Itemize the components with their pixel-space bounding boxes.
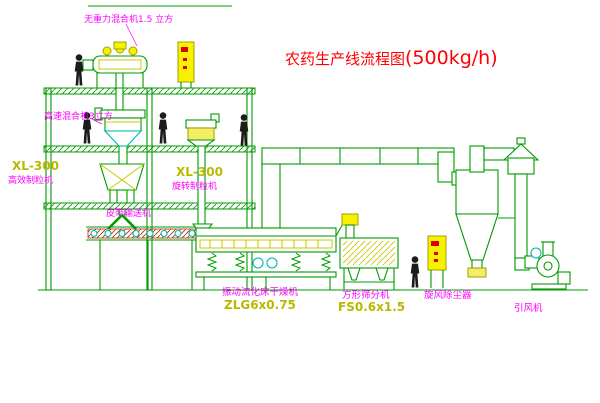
exhaust-duct bbox=[261, 147, 461, 229]
label-sifter-name: 方形筛分机 bbox=[342, 289, 390, 301]
label-granulator-left-model: XL-300 bbox=[12, 159, 59, 173]
label-granulator-mid-model: XL-300 bbox=[176, 165, 223, 179]
belt-conveyor bbox=[86, 226, 200, 290]
granulator-left bbox=[99, 163, 145, 204]
mixer-discharge-chute bbox=[115, 71, 124, 111]
induced-draft-fan bbox=[530, 241, 571, 290]
control-cabinet-right bbox=[427, 235, 447, 288]
label-cyclone-dust-collector: 旋风除尘器 bbox=[424, 289, 472, 301]
label-dryer-name: 振动流化床干燥机 bbox=[222, 286, 299, 298]
building-structure bbox=[38, 87, 588, 291]
square-sifter bbox=[339, 237, 399, 290]
exhaust-stack bbox=[502, 137, 540, 271]
label-gravity-free-mixer: 无重力混合机1.5 立方 bbox=[84, 13, 173, 25]
title-capacity: (500kg/h) bbox=[405, 47, 498, 69]
leader-line bbox=[125, 23, 138, 47]
label-belt-conveyor: 皮带输送机 bbox=[106, 207, 151, 219]
title-main: 农药生产线流程图 bbox=[285, 50, 405, 68]
label-high-speed-mixer: 高速混合机3立方 bbox=[44, 110, 113, 122]
worker-figure bbox=[74, 54, 84, 86]
cyclone-separator bbox=[455, 145, 515, 278]
fluid-bed-dryer bbox=[195, 227, 337, 290]
worker-figure bbox=[410, 256, 420, 288]
label-granulator-mid-name: 旋转制粒机 bbox=[172, 180, 217, 192]
worker-figure bbox=[158, 112, 168, 144]
label-granulator-left-name: 高效制粒机 bbox=[8, 174, 53, 186]
sifter-feeder bbox=[335, 213, 359, 240]
granulator-mid bbox=[185, 113, 220, 147]
leader-line bbox=[89, 117, 103, 125]
diagram-title: 农药生产线流程图(500kg/h) bbox=[285, 47, 498, 69]
mixer-to-granulator-chute bbox=[118, 145, 128, 165]
control-cabinet-upper bbox=[177, 41, 195, 88]
gravity-free-mixer bbox=[82, 41, 148, 89]
label-induced-draft-fan: 引风机 bbox=[514, 302, 543, 314]
label-dryer-model: ZLG6x0.75 bbox=[224, 298, 296, 312]
high-speed-mixer bbox=[94, 107, 146, 147]
label-sifter-model: FS0.6x1.5 bbox=[338, 300, 405, 314]
